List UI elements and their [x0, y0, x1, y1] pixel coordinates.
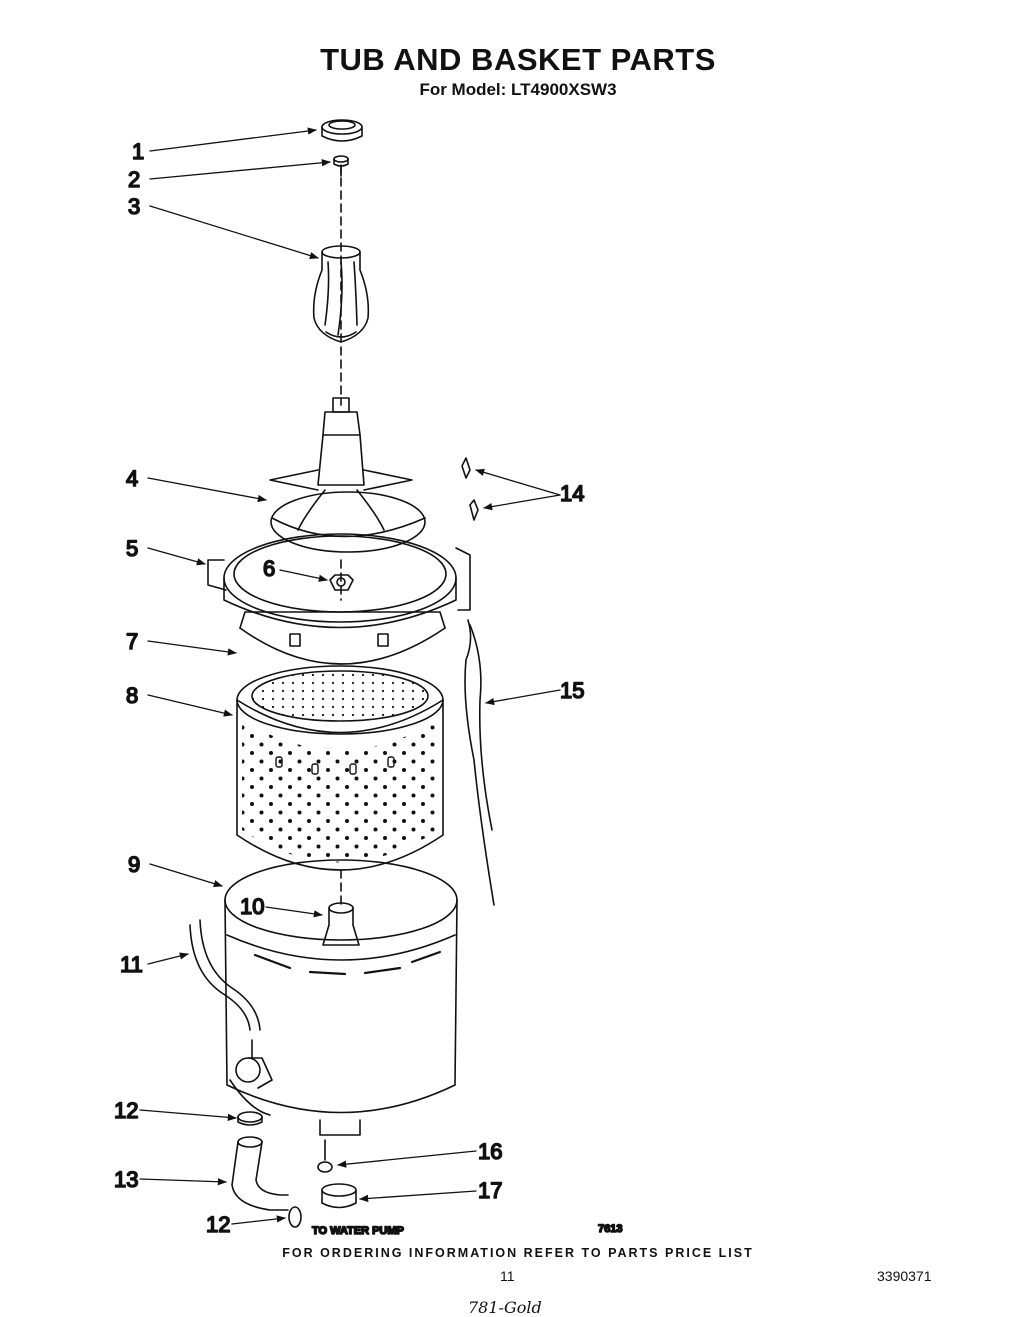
callout-16: 16 [478, 1139, 502, 1164]
page-title: TUB AND BASKET PARTS [320, 42, 716, 77]
callout-14: 14 [560, 481, 584, 506]
part-7-snubber-ring [239, 611, 446, 665]
callout-13: 13 [114, 1167, 138, 1192]
part-4-agitator [269, 397, 426, 553]
callout-10: 10 [240, 894, 264, 919]
figure-code: 7613 [598, 1223, 622, 1235]
callout-8: 8 [126, 683, 138, 708]
part-5-tub-ring [207, 533, 471, 629]
part-11-hose [189, 919, 261, 1031]
callout-15: 15 [560, 678, 584, 703]
part-2-bolt [333, 155, 349, 177]
part-12-clamp-upper [237, 1111, 263, 1126]
part-15-rod [464, 619, 495, 906]
callout-3: 3 [128, 194, 140, 219]
callout-12-lower: 12 [206, 1212, 230, 1237]
model-subtitle: For Model: LT4900XSW3 [419, 80, 617, 99]
part-13-drain-hose [231, 1136, 289, 1211]
part-10-hub [322, 902, 360, 946]
drain-fitting [235, 1039, 273, 1089]
handwritten-note: 781-Gold [468, 1298, 542, 1317]
part-16-bolt [317, 1139, 333, 1173]
leader-lines [139, 127, 561, 1225]
callout-4: 4 [126, 466, 138, 491]
callout-17: 17 [478, 1178, 502, 1203]
callout-2: 2 [128, 167, 140, 192]
part-1-agitator-cap [321, 119, 363, 142]
callout-6: 6 [263, 556, 275, 581]
document-number: 3390371 [877, 1268, 932, 1284]
callout-12-upper: 12 [114, 1098, 138, 1123]
callout-7: 7 [126, 629, 138, 654]
part-17-bushing [321, 1183, 357, 1209]
part-14-clips [461, 457, 479, 521]
part-6-nut [329, 574, 354, 591]
ordering-note: FOR ORDERING INFORMATION REFER TO PARTS … [282, 1246, 754, 1260]
callout-9: 9 [128, 852, 140, 877]
part-9-outer-tub [224, 859, 458, 1136]
page-number: 11 [500, 1268, 515, 1284]
part-12-clamp-lower [288, 1206, 302, 1228]
part-3-agitator-top [312, 245, 370, 343]
to-water-pump-label: TO WATER PUMP [312, 1225, 404, 1237]
callout-1: 1 [132, 139, 144, 164]
callout-5: 5 [126, 536, 138, 561]
callout-11: 11 [120, 952, 143, 977]
part-8-basket [236, 665, 444, 871]
